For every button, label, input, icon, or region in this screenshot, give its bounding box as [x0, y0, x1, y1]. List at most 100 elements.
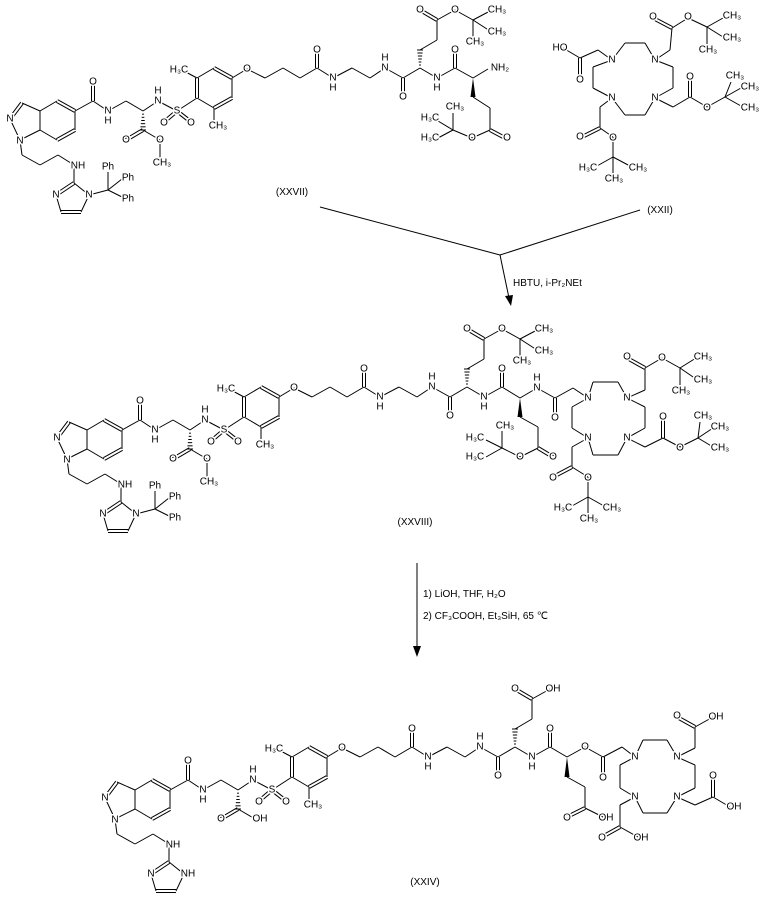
- bond: [369, 67, 386, 79]
- bond: [213, 68, 232, 80]
- bond: [571, 427, 589, 439]
- bond: [626, 437, 646, 448]
- bond: [694, 796, 714, 806]
- bond: [587, 496, 605, 507]
- atom-label-n: N: [608, 93, 615, 104]
- bond: [55, 420, 69, 438]
- atom-label-ch3: CH₃: [694, 411, 713, 422]
- bond: [653, 16, 673, 28]
- atom-label-ch3: CH₃: [629, 163, 648, 174]
- atom-label-o: O: [255, 797, 263, 808]
- atom-label-o: O: [686, 72, 694, 83]
- atom-label-ch3: CH₃: [723, 33, 742, 44]
- bond: [309, 777, 328, 789]
- bond: [485, 439, 503, 449]
- bond: [501, 386, 521, 399]
- compound-label-xxiv: (XXIV): [410, 877, 439, 888]
- atom-label-ch3: CH₃: [256, 440, 275, 451]
- bond: [626, 427, 646, 439]
- atom-label-o: O: [136, 396, 144, 407]
- atom-label-o: O: [516, 452, 524, 463]
- bond: [134, 808, 153, 820]
- bond: [21, 102, 41, 112]
- atom-label-o: O: [156, 135, 164, 146]
- atom-label-n: N: [104, 106, 111, 117]
- bond: [519, 387, 538, 399]
- bond: [57, 154, 75, 166]
- bond: [531, 746, 551, 758]
- bond: [57, 99, 76, 111]
- atom-label-oh: OH: [727, 802, 742, 813]
- bond: [398, 386, 418, 398]
- bond: [584, 807, 604, 818]
- reagent-step2-lioh: 1) LiOH, THF, H₂O: [423, 589, 506, 600]
- bond: [694, 716, 714, 728]
- atom-label-ph: Ph: [169, 492, 181, 503]
- atom-label-o: O: [503, 133, 511, 144]
- bond: [661, 357, 681, 369]
- bond: [706, 17, 724, 28]
- atom-label-h3c: H₃C: [217, 384, 236, 395]
- bond: [196, 97, 215, 109]
- atom-label-n: N: [480, 392, 487, 403]
- atom-label-o: O: [546, 724, 554, 735]
- bond: [359, 746, 379, 758]
- bond: [260, 387, 279, 399]
- bond: [497, 746, 516, 758]
- bond: [103, 420, 122, 432]
- bond: [592, 87, 613, 99]
- atom-label-n: N: [623, 433, 630, 444]
- bond: [472, 10, 491, 21]
- bond: [332, 67, 353, 79]
- bond: [308, 747, 327, 759]
- bond: [666, 796, 678, 814]
- bond: [142, 100, 159, 112]
- bond: [308, 775, 327, 787]
- bond: [19, 139, 23, 156]
- atom-label-o: O: [549, 473, 557, 484]
- atom-label-ch3: CH₃: [605, 174, 624, 185]
- bond: [56, 101, 75, 113]
- atom-label-h: H: [476, 732, 483, 743]
- bond: [566, 746, 586, 758]
- atom-label-ch3: CH₃: [741, 103, 760, 114]
- compound-label-xxviii: (XXVIII): [397, 517, 432, 528]
- bond: [472, 68, 489, 79]
- bond: [536, 387, 556, 399]
- bond: [134, 779, 153, 791]
- atom-label-h3c: H₃C: [466, 433, 485, 444]
- bond: [260, 415, 279, 427]
- bond: [501, 328, 521, 340]
- atom-label-n: N: [99, 509, 106, 520]
- atom-label-n: N: [673, 752, 680, 763]
- bond: [379, 386, 400, 398]
- bond: [724, 87, 742, 98]
- atom-label-n: N: [376, 392, 383, 403]
- bond: [219, 807, 238, 819]
- bond: [154, 419, 174, 431]
- atom-label-n: N: [16, 136, 23, 147]
- bond: [418, 10, 437, 22]
- atom-label-h: H: [151, 435, 158, 446]
- atom-label-h: H: [533, 373, 540, 384]
- bond: [679, 367, 697, 380]
- atom-label-ch3: CH₃: [723, 11, 742, 22]
- bond: [449, 386, 468, 398]
- bond: [724, 96, 742, 107]
- bond: [676, 756, 696, 766]
- bond: [104, 797, 116, 820]
- bond: [196, 67, 215, 79]
- atom-label-o: O: [169, 454, 177, 465]
- bond: [587, 381, 594, 399]
- atom-label-oh: OH: [253, 814, 268, 825]
- bond: [601, 825, 620, 837]
- atom-label-n: N: [476, 742, 483, 753]
- bond: [619, 756, 636, 766]
- bond: [177, 109, 193, 122]
- bond: [204, 419, 225, 431]
- atom-label-o: O: [122, 135, 130, 146]
- bond: [437, 129, 454, 139]
- bond: [39, 100, 58, 112]
- bond: [120, 501, 137, 515]
